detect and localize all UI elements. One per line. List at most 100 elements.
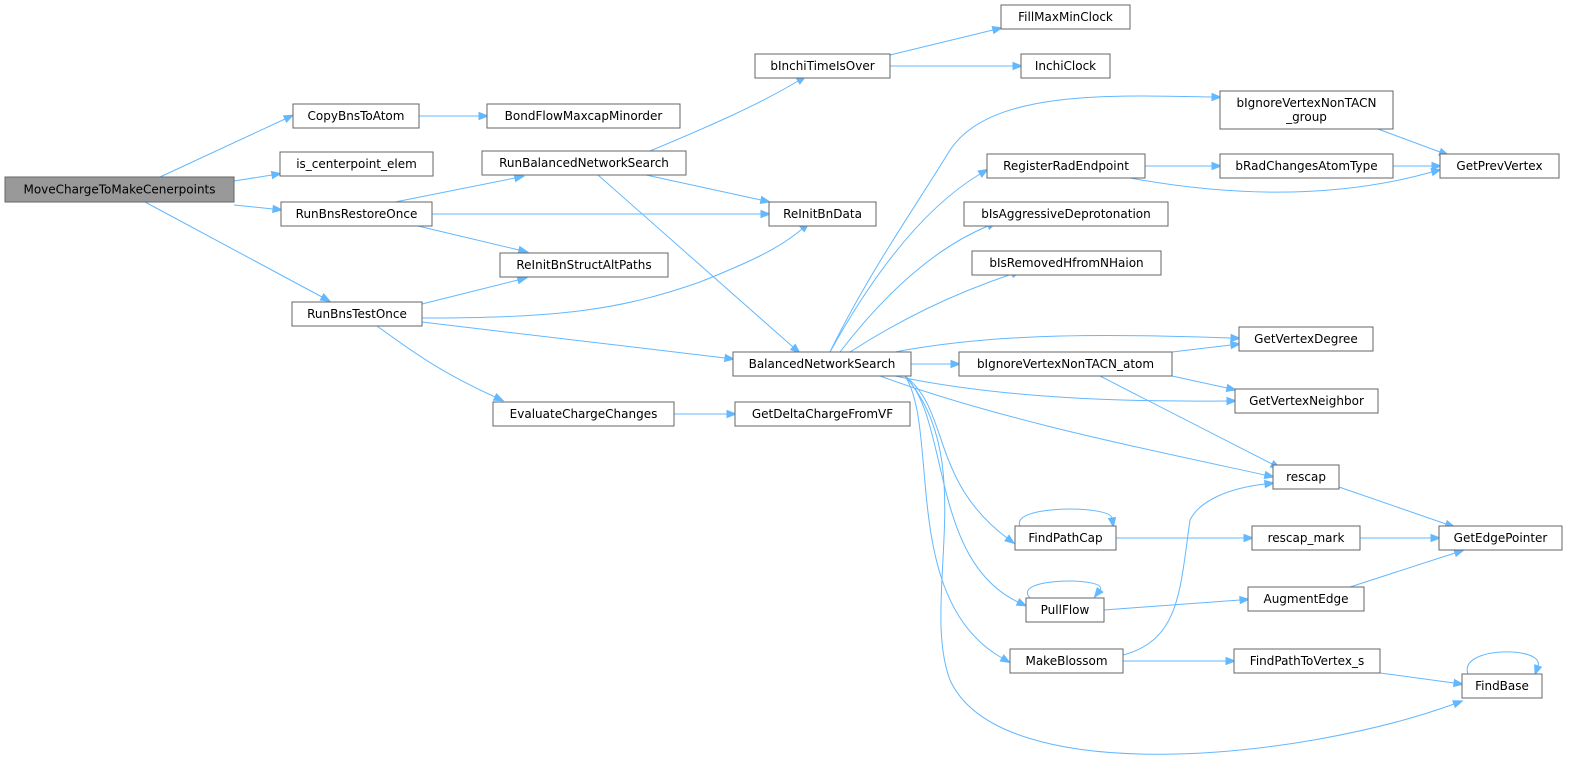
node-box xyxy=(499,252,669,278)
edge-ignatom-to-getvertexnb xyxy=(1171,375,1238,393)
node-rescap-mark[interactable]: rescap_mark xyxy=(1251,525,1361,551)
node-box xyxy=(1000,4,1131,30)
node-label: RegisterRadEndpoint xyxy=(1003,159,1129,173)
edges-layer xyxy=(144,26,1543,755)
edge-line xyxy=(1379,672,1455,684)
node-rescap[interactable]: rescap xyxy=(1272,464,1340,490)
node-label-line: bIgnoreVertexNonTACN xyxy=(1236,96,1376,110)
edge-line xyxy=(645,174,762,201)
node-augment-edge[interactable]: AugmentEdge xyxy=(1247,586,1365,612)
node-label: MakeBlossom xyxy=(1025,654,1107,668)
arrowhead xyxy=(272,204,284,214)
edge-bns-to-rescap xyxy=(879,375,1276,480)
node-box xyxy=(768,201,877,227)
node-label: rescap_mark xyxy=(1268,531,1345,545)
edge-runbal-to-reinitbn xyxy=(645,174,772,205)
node-get-delta-charge-from-vf[interactable]: GetDeltaChargeFromVF xyxy=(734,401,911,427)
node-get-vertex-degree[interactable]: GetVertexDegree xyxy=(1238,326,1374,352)
node-box xyxy=(1238,326,1374,352)
edge-move-to-testonce xyxy=(144,201,332,302)
node-box xyxy=(486,103,681,129)
node-label-line: RunBalancedNetworkSearch xyxy=(499,156,669,170)
edge-findpathcap-to-rescapmark xyxy=(1116,533,1255,543)
edge-binchi-to-fillmax xyxy=(889,26,1004,56)
edge-findpathv-to-findbase xyxy=(1379,672,1465,688)
edge-line xyxy=(904,375,1019,603)
node-run-bns-restore-once[interactable]: RunBnsRestoreOnce xyxy=(280,201,433,227)
node-b-ignore-vertex-non-tacn-group[interactable]: bIgnoreVertexNonTACN_group xyxy=(1219,90,1394,130)
node-label: GetPrevVertex xyxy=(1456,159,1542,173)
node-run-balanced-network-search[interactable]: RunBalancedNetworkSearch xyxy=(481,150,687,176)
node-box xyxy=(1251,525,1361,551)
arrowhead xyxy=(1230,340,1242,350)
edge-line xyxy=(1338,486,1447,525)
node-label-line: GetVertexNeighbor xyxy=(1249,394,1364,408)
node-label-line: MoveChargeToMakeCenerpoints xyxy=(23,183,215,197)
node-box xyxy=(280,201,433,227)
node-get-vertex-neighbor[interactable]: GetVertexNeighbor xyxy=(1234,388,1379,414)
node-label: GetVertexNeighbor xyxy=(1249,394,1364,408)
edge-regrad-to-bradchanges xyxy=(1145,161,1223,171)
node-b-rad-changes-atom-type[interactable]: bRadChangesAtomType xyxy=(1219,153,1394,179)
node-b-ignore-vertex-non-tacn-atom[interactable]: bIgnoreVertexNonTACN_atom xyxy=(958,351,1173,377)
edge-bns-to-igngroup xyxy=(829,92,1223,353)
node-label-line: BondFlowMaxcapMinorder xyxy=(505,109,663,123)
node-label-line: bIgnoreVertexNonTACN_atom xyxy=(977,357,1154,371)
node-get-prev-vertex[interactable]: GetPrevVertex xyxy=(1439,153,1560,179)
node-is-centerpoint-elem[interactable]: is_centerpoint_elem xyxy=(279,151,434,177)
node-b-is-aggressive-deprotonation[interactable]: bIsAggressiveDeprotonation xyxy=(963,201,1169,227)
node-pull-flow[interactable]: PullFlow xyxy=(1025,597,1105,623)
edge-line xyxy=(904,375,1455,755)
node-label: bIsAggressiveDeprotonation xyxy=(981,207,1150,221)
node-box xyxy=(734,401,911,427)
node-box xyxy=(958,351,1173,377)
node-make-blossom[interactable]: MakeBlossom xyxy=(1009,648,1124,674)
node-box xyxy=(4,176,235,203)
node-balanced-network-search[interactable]: BalancedNetworkSearch xyxy=(732,351,912,377)
edge-igngroup-to-getprev xyxy=(1377,128,1450,156)
node-label: bRadChangesAtomType xyxy=(1235,159,1377,173)
edge-line xyxy=(829,173,981,353)
edge-move-to-iscenter xyxy=(233,170,283,182)
node-inchi-clock[interactable]: InchiClock xyxy=(1020,53,1111,79)
node-label: EvaluateChargeChanges xyxy=(510,407,658,421)
node-register-rad-endpoint[interactable]: RegisterRadEndpoint xyxy=(986,153,1146,179)
edge-line xyxy=(889,29,994,56)
node-find-base[interactable]: FindBase xyxy=(1461,673,1543,699)
node-label: bInchiTimeIsOver xyxy=(770,59,874,73)
node-copy-bns-to-atom[interactable]: CopyBnsToAtom xyxy=(292,103,420,129)
node-find-path-to-vertex-s[interactable]: FindPathToVertex_s xyxy=(1233,648,1381,674)
node-find-path-cap[interactable]: FindPathCap xyxy=(1014,525,1117,551)
node-re-init-bn-struct-alt-paths[interactable]: ReInitBnStructAltPaths xyxy=(499,252,669,278)
node-box xyxy=(292,103,420,129)
arrowhead xyxy=(1431,161,1443,171)
node-fill-max-min-clock[interactable]: FillMaxMinClock xyxy=(1000,4,1131,30)
node-bond-flow-maxcap-minorder[interactable]: BondFlowMaxcapMinorder xyxy=(486,103,681,129)
edge-findpathcap-to-findpathcap xyxy=(1019,508,1117,529)
node-evaluate-charge-changes[interactable]: EvaluateChargeChanges xyxy=(492,401,675,427)
node-label: CopyBnsToAtom xyxy=(308,109,405,123)
node-label: MoveChargeToMakeCenerpoints xyxy=(23,183,215,197)
node-move-charge-to-make-cenerpoints[interactable]: MoveChargeToMakeCenerpoints xyxy=(4,176,235,203)
node-label: BondFlowMaxcapMinorder xyxy=(505,109,663,123)
node-box xyxy=(1014,525,1117,551)
node-label-line: _group xyxy=(1285,110,1327,124)
node-re-init-bn-data[interactable]: ReInitBnData xyxy=(768,201,877,227)
arrowhead xyxy=(1430,168,1442,177)
edge-line xyxy=(839,225,989,353)
edge-move-to-copybns xyxy=(159,114,295,178)
node-get-edge-pointer[interactable]: GetEdgePointer xyxy=(1438,525,1563,551)
node-label: FillMaxMinClock xyxy=(1018,10,1113,24)
node-b-inchi-time-is-over[interactable]: bInchiTimeIsOver xyxy=(754,53,891,79)
node-b-is-removed-hfrom-nhaion[interactable]: bIsRemovedHfromNHaion xyxy=(971,250,1162,276)
node-label-line: CopyBnsToAtom xyxy=(308,109,405,123)
edge-line xyxy=(1171,375,1228,389)
node-box xyxy=(492,401,675,427)
node-box xyxy=(732,351,912,377)
node-label-line: bIsAggressiveDeprotonation xyxy=(981,207,1150,221)
arrowhead xyxy=(1264,479,1276,489)
node-label: bIgnoreVertexNonTACN_group xyxy=(1236,96,1376,124)
node-run-bns-test-once[interactable]: RunBnsTestOnce xyxy=(291,301,423,327)
node-label-line: RunBnsTestOnce xyxy=(307,307,407,321)
